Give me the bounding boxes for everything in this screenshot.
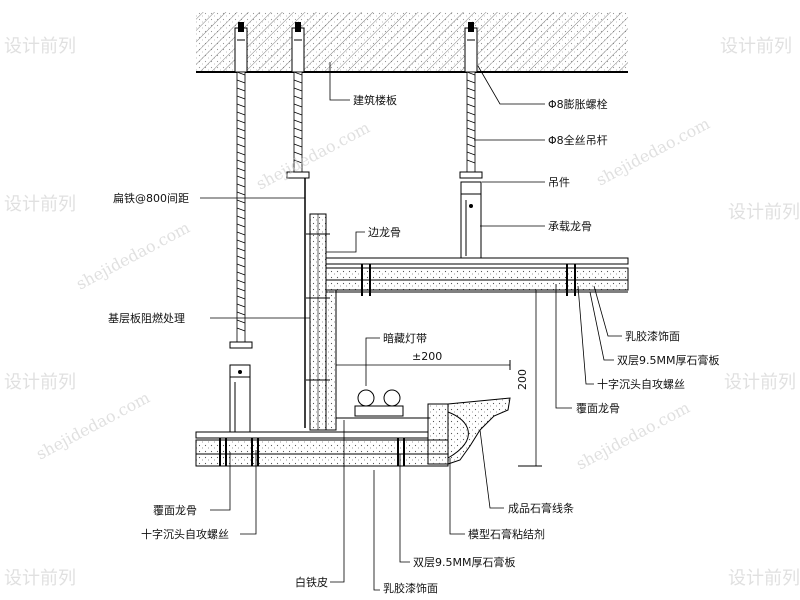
- hanger-right: [460, 181, 482, 259]
- building-slab: [196, 12, 628, 73]
- dim-h-text: ±200: [412, 350, 442, 363]
- label-gypsum-cornice: 成品石膏线条: [508, 501, 574, 515]
- watermark-en-2: shejidedao.com: [593, 114, 713, 190]
- watermark-en-3: shejidedao.com: [73, 218, 193, 294]
- hidden-light-strip: [336, 389, 430, 419]
- label-latex-paint-right: 乳胶漆饰面: [625, 329, 680, 343]
- label-double-gypsum-bottom: 双层9.5MM厚石膏板: [413, 555, 515, 569]
- expansion-bolt-mid: [291, 22, 305, 73]
- watermark-cn-2: 设计前列: [720, 36, 792, 57]
- threaded-rod-left: [229, 71, 253, 349]
- watermark-cn-8: 设计前列: [728, 568, 800, 589]
- expansion-bolt-left: [234, 22, 248, 73]
- watermark-cn-1: 设计前列: [4, 36, 76, 57]
- hanger-left: [229, 364, 251, 436]
- label-gypsum-adhesive: 模型石膏粘结剂: [468, 527, 545, 541]
- dim-v-text: 200: [516, 369, 529, 390]
- upper-ceiling-layer: [325, 257, 629, 296]
- label-cover-keel-right: 覆面龙骨: [576, 402, 620, 415]
- label-double-gypsum-right: 双层9.5MM厚石膏板: [617, 353, 719, 367]
- watermark-cn-4: 设计前列: [728, 202, 800, 223]
- lower-ceiling-layer: [195, 431, 449, 467]
- label-flat-iron: 扁铁@800间距: [113, 192, 189, 205]
- watermark-cn-3: 设计前列: [4, 194, 76, 215]
- dimension-horizontal: ±200: [335, 350, 511, 370]
- label-base-fireproof: 基层板阻燃处理: [108, 311, 185, 325]
- label-main-keel: 承载龙骨: [548, 220, 592, 233]
- watermark-cn-7: 设计前列: [4, 568, 76, 589]
- labels: 建筑楼板 Φ8膨胀螺栓 Φ8全丝吊杆 吊件 扁铁@800间距 承载龙骨 边龙骨 …: [108, 93, 719, 595]
- threaded-rod-right: [459, 71, 483, 179]
- expansion-bolt-right: [464, 22, 478, 73]
- label-threaded-rod: Φ8全丝吊杆: [548, 133, 608, 147]
- label-hidden-light: 暗藏灯带: [383, 331, 427, 345]
- label-expansion-bolt: Φ8膨胀螺栓: [548, 97, 608, 111]
- label-latex-paint-bottom: 乳胶漆饰面: [383, 581, 438, 595]
- threaded-rod-mid: [286, 71, 310, 179]
- dimension-vertical: 200: [516, 289, 542, 467]
- label-galvanized-sheet: 白铁皮: [295, 575, 328, 589]
- watermark-en-5: shejidedao.com: [33, 388, 153, 464]
- label-cross-screw-right: 十字沉头自攻螺丝: [597, 377, 685, 391]
- label-cover-keel-left: 覆面龙骨: [153, 504, 197, 517]
- label-building-slab: 建筑楼板: [353, 93, 397, 107]
- watermark-en-1: shejidedao.com: [253, 118, 373, 194]
- watermark-cn-5: 设计前列: [4, 372, 76, 393]
- drop-wall: [306, 213, 337, 431]
- label-cross-screw-left: 十字沉头自攻螺丝: [141, 527, 229, 541]
- watermark-cn-6: 设计前列: [724, 372, 796, 393]
- label-edge-keel: 边龙骨: [368, 226, 401, 239]
- label-hanger: 吊件: [548, 176, 570, 189]
- leader-lines: [200, 62, 622, 591]
